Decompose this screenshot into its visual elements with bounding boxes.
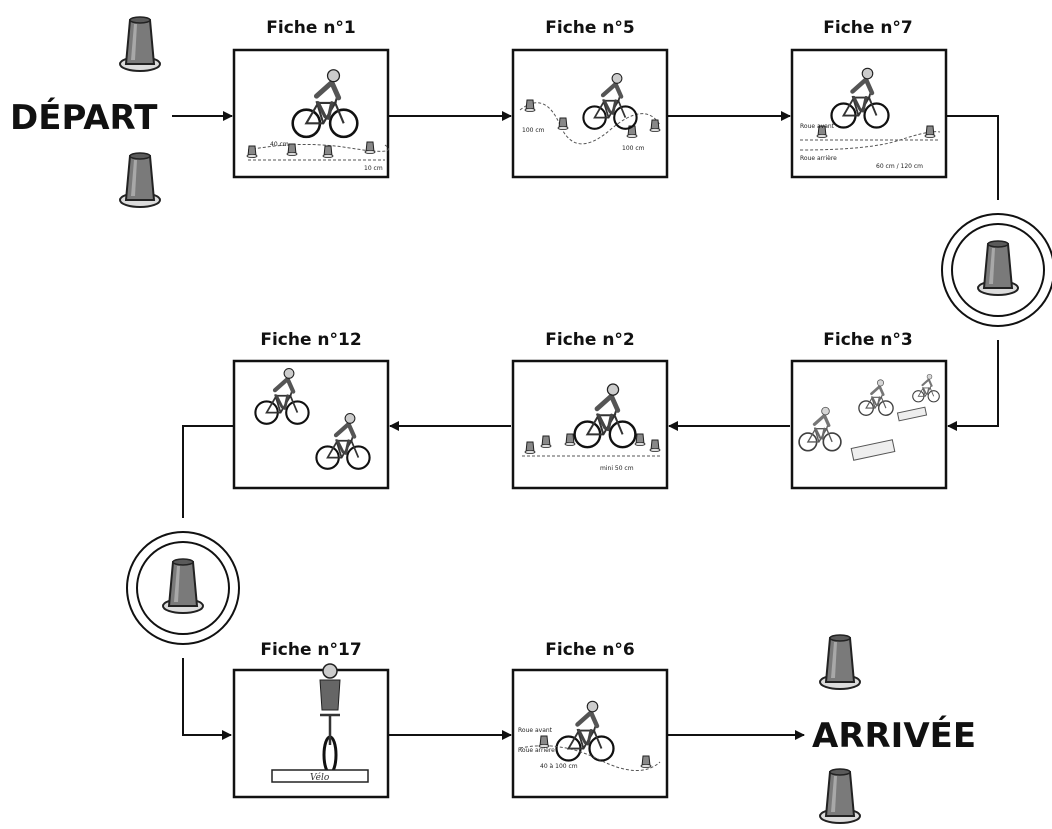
cone-icon [819,768,861,824]
annotation: 60 cm / 120 cm [876,163,923,170]
card-fiche-6: Fiche n°6 Roue avant Roue arrière 40 à 1… [511,640,669,799]
annotation: mini 50 cm [600,465,634,472]
card-title: Fiche n°1 [266,18,356,38]
card-title: Fiche n°7 [823,18,913,38]
card-fiche-7: Fiche n°7 Roue avant Roue arrière 60 cm … [790,18,948,179]
exercise-illustration [797,373,941,461]
card-title: Fiche n°17 [260,640,361,660]
annotation: Roue arrière [800,155,837,162]
card-fiche-12: Fiche n°12 [232,330,390,490]
arrow-fiche7-to-fiche3 [946,115,999,426]
annotation: 40 à 100 cm [540,763,578,770]
card-fiche-1: Fiche n°1 40 cm 10 cm [232,18,390,179]
card-title: Fiche n°3 [823,330,913,350]
cone-icon [119,152,161,208]
annotation: Vélo [310,772,330,783]
card-title: Fiche n°2 [545,330,635,350]
finish-label: ARRIVÉE [812,715,976,756]
loop-left [126,531,240,645]
loop-right [941,213,1052,327]
exercise-illustration: mini 50 cm [522,384,661,472]
start-label: DÉPART [10,97,158,138]
annotation: 100 cm [522,127,545,134]
card-fiche-2: Fiche n°2 mini 50 cm [511,330,669,490]
exercise-illustration: Roue avant Roue arrière 60 cm / 120 cm [799,68,941,170]
exercise-illustration: Roue avant Roue arrière 40 à 100 cm [518,701,661,771]
card-fiche-17: Fiche n°17 Vélo [232,640,390,799]
cone-icon [819,634,861,690]
card-fiche-3: Fiche n°3 [790,330,948,490]
card-title: Fiche n°6 [545,640,635,660]
arrow-fiche12-to-fiche17 [182,425,233,735]
annotation: 100 cm [622,145,645,152]
card-title: Fiche n°12 [260,330,361,350]
annotation: 10 cm [364,165,383,172]
exercise-illustration: 40 cm 10 cm [246,70,389,172]
connectors [172,111,999,735]
exercise-illustration: Vélo [271,663,369,783]
card-title: Fiche n°5 [545,18,635,38]
card-fiche-5: Fiche n°5 100 cm 100 cm [511,18,669,179]
annotation: Roue avant [800,123,835,130]
annotation: 40 cm [270,141,289,148]
exercise-illustration: 100 cm 100 cm [519,74,661,152]
annotation: Roue avant [518,727,553,734]
cone-icon [119,16,161,72]
annotation: Roue arrière [518,747,555,754]
